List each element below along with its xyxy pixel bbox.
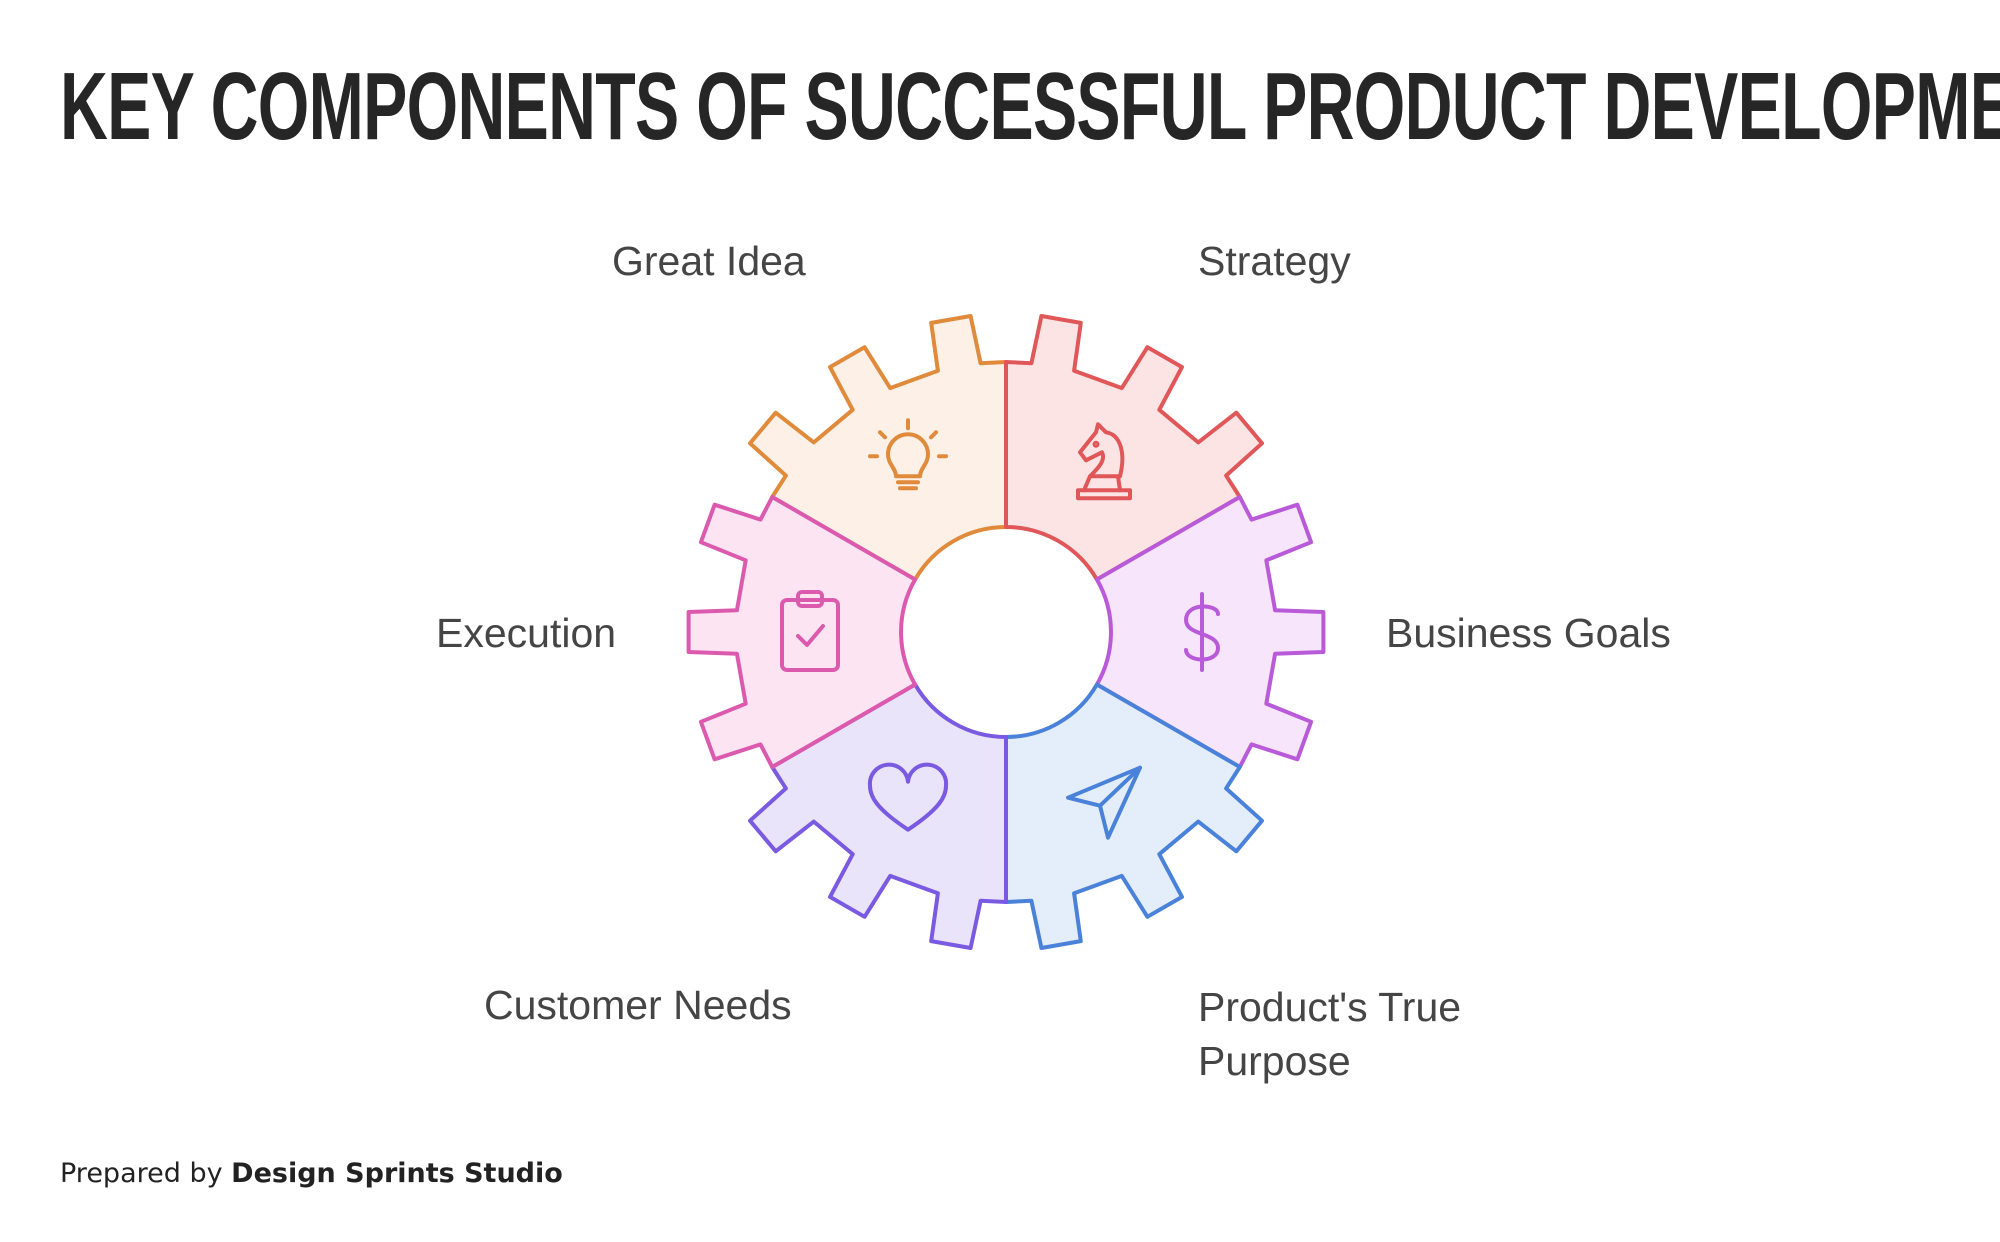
label-execution: Execution [436,610,617,656]
label-strategy: Strategy [1198,238,1351,284]
label-product-purpose-line1: Product's True [1198,984,1462,1030]
label-product-purpose: Product's True Purpose [1198,980,1461,1088]
chess-knight-icon [1076,422,1132,501]
send-icon [1066,765,1142,840]
label-customer-needs: Customer Needs [484,982,792,1028]
footer-brand: Design Sprints Studio [231,1158,563,1189]
gear-hub [901,527,1111,737]
heart-icon [867,762,949,832]
gear-segment [686,495,918,769]
dollar-icon [1184,592,1220,672]
footer: Prepared by Design Sprints Studio [60,1158,563,1189]
label-great-idea: Great Idea [612,238,806,284]
clipboard-check-icon [780,590,840,672]
label-business-goals: Business Goals [1386,610,1671,656]
page-title: KEY COMPONENTS OF SUCCESSFUL PRODUCT DEV… [60,53,2000,160]
label-product-purpose-line2: Purpose [1198,1038,1351,1084]
lightbulb-icon [868,418,948,491]
footer-prefix: Prepared by [60,1158,223,1189]
